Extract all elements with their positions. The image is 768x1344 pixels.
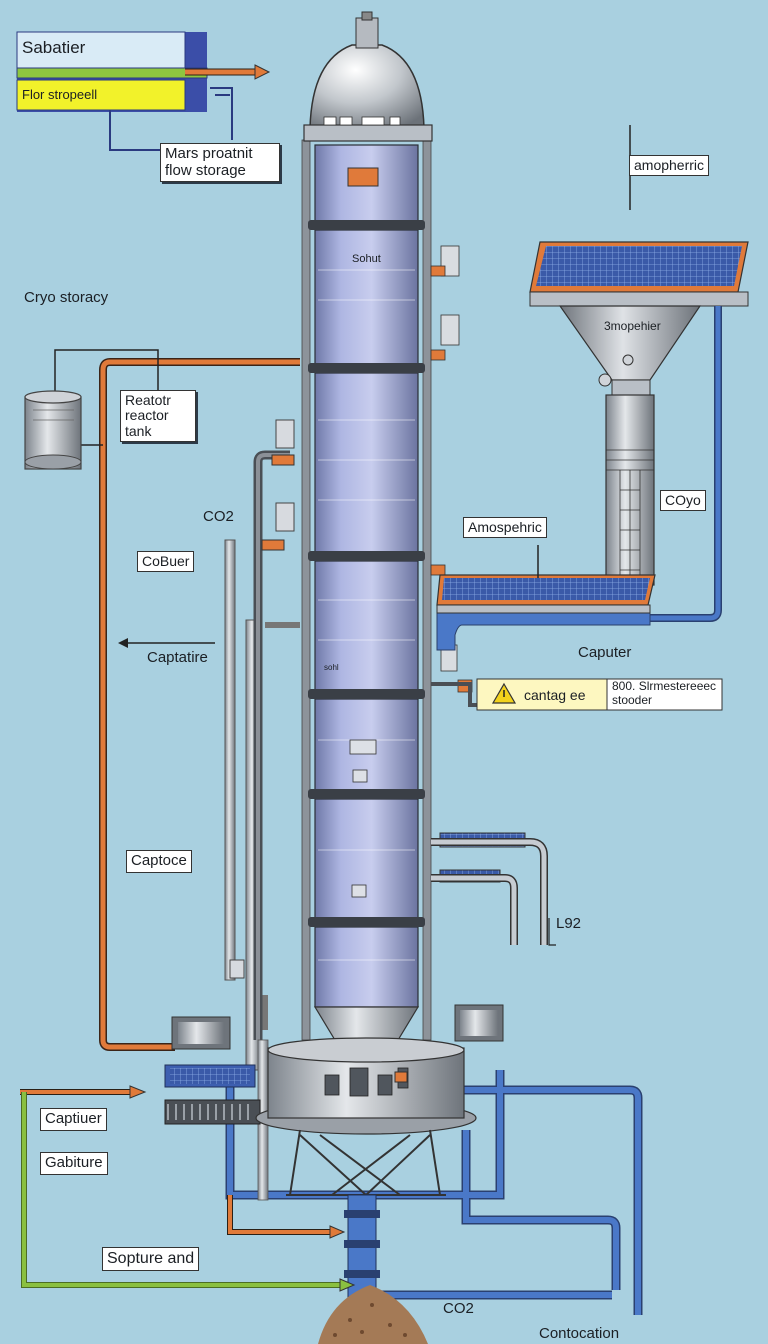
cryo-storage-tank	[24, 390, 82, 470]
legend-graphic	[16, 31, 271, 151]
label-hopper: 3mopehier	[604, 319, 661, 333]
spec-line2: stooder	[612, 693, 653, 707]
label-reactor-line2: reactor	[125, 407, 169, 424]
legend-title: Sabatier	[22, 38, 86, 57]
left-piping	[54, 349, 300, 1071]
label-mars-flow-line2: flow storage	[165, 161, 246, 179]
label-captatire: Captatire	[147, 649, 208, 666]
main-tower	[301, 11, 480, 1051]
label-tower-small: sohl	[324, 663, 339, 672]
label-captoce: Captoce	[126, 850, 192, 873]
label-l92: L92	[556, 915, 582, 932]
spec-line1: 800. Slrmestereeec	[612, 679, 717, 693]
warning-text: cantag ee	[524, 687, 586, 703]
warning-label	[476, 678, 723, 711]
base-structure	[20, 1004, 643, 1344]
label-mars-flow: Mars proatnit flow storage	[160, 143, 280, 182]
label-sopture: Sopture and	[102, 1247, 200, 1271]
label-reactor-line3: tank	[125, 422, 152, 439]
label-atmospheric-mid: Amospehric	[463, 517, 547, 539]
label-cobuer: CoBuer	[137, 551, 195, 573]
label-atmospheric-top: amopherric	[629, 155, 710, 177]
label-reactor-line1: Reatotr	[125, 392, 171, 408]
label-coyo: COyo	[660, 490, 706, 512]
label-capttuer: Captiuer	[40, 1108, 107, 1131]
atmospheric-collector	[436, 125, 749, 651]
label-co2-left: CO2	[203, 508, 234, 525]
label-mars-flow-line1: Mars proatnit	[165, 145, 253, 162]
label-co2-bottom: CO2	[443, 1300, 474, 1317]
label-cryo: Cryo storacy	[24, 289, 109, 306]
label-contocation: Contocation	[539, 1325, 620, 1342]
legend-subtitle: Flor stropeell	[22, 87, 98, 102]
label-tower: Sohut	[352, 253, 381, 265]
label-reactor: Reatotr reactor tank	[120, 390, 196, 443]
label-gabiture: Gabiture	[40, 1152, 108, 1175]
label-caputer: Caputer	[578, 644, 632, 661]
heat-exchangers	[431, 832, 556, 946]
